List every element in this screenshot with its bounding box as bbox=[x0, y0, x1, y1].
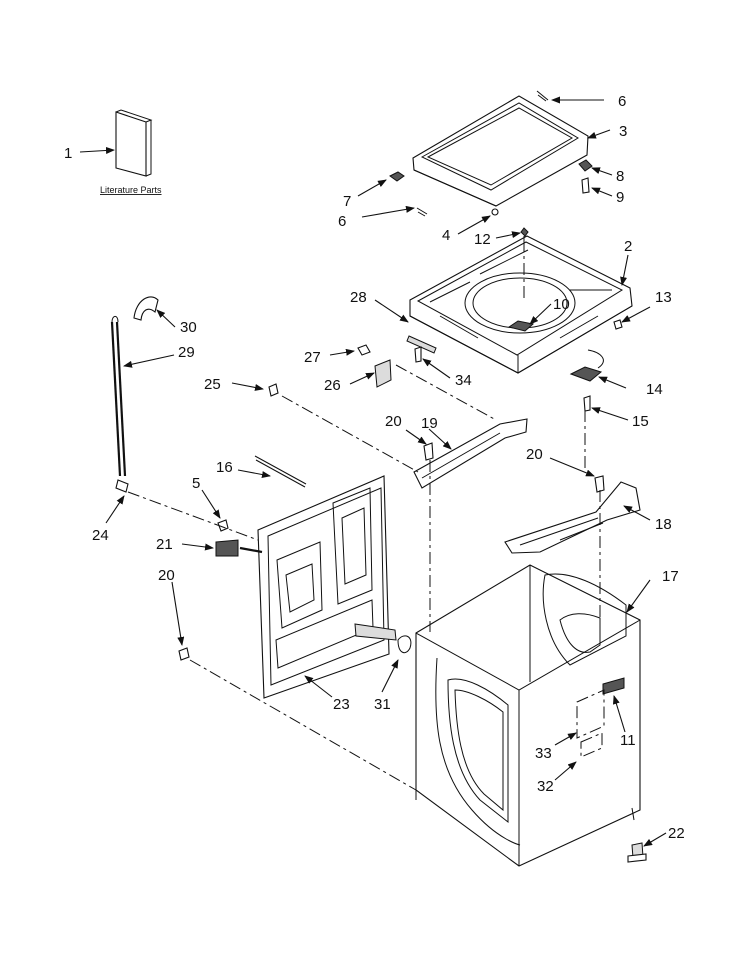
bracket-screw-rear bbox=[594, 475, 605, 493]
callout-22: 22 bbox=[668, 825, 685, 842]
callout-24: 24 bbox=[92, 527, 109, 544]
callout-27: 27 bbox=[304, 349, 321, 366]
callout-13: 13 bbox=[655, 289, 672, 306]
callout-12: 12 bbox=[474, 231, 491, 248]
valve-screw bbox=[217, 519, 229, 532]
lid-hinge-pin bbox=[536, 90, 549, 102]
callout-18: 18 bbox=[655, 516, 672, 533]
callout-11: 11 bbox=[620, 732, 636, 749]
callout-16: 16 bbox=[216, 459, 233, 476]
hose-clamp-ring bbox=[397, 635, 412, 654]
callout-20c: 20 bbox=[158, 567, 175, 584]
callout-9: 9 bbox=[616, 189, 624, 206]
callout-1: 1 bbox=[64, 145, 72, 162]
drain-hose bbox=[110, 315, 127, 477]
callout-4: 4 bbox=[442, 227, 450, 244]
callout-34: 34 bbox=[455, 372, 472, 389]
hinge-screw-bracket bbox=[414, 346, 422, 363]
hose-clamp bbox=[115, 479, 129, 493]
callout-19: 19 bbox=[421, 415, 438, 432]
callout-23: 23 bbox=[333, 696, 350, 713]
callout-21: 21 bbox=[156, 536, 173, 553]
callout-8: 8 bbox=[616, 168, 624, 185]
top-panel-clip bbox=[613, 319, 623, 330]
lid-switch-assembly bbox=[569, 349, 604, 382]
lid-hinge-pin-left bbox=[416, 207, 428, 217]
hinge-bracket bbox=[406, 335, 437, 354]
callout-30: 30 bbox=[180, 319, 197, 336]
callout-32: 32 bbox=[537, 778, 554, 795]
wire bbox=[254, 455, 307, 488]
leader-arrows bbox=[79, 96, 667, 847]
literature-booklet bbox=[115, 109, 153, 177]
hinge-bushing-right bbox=[578, 159, 593, 172]
callout-26: 26 bbox=[324, 377, 341, 394]
callout-labels: 1 2 3 4 5 6 6 7 8 9 10 11 12 13 14 15 16… bbox=[64, 93, 685, 842]
lid-switch-screw bbox=[583, 395, 591, 412]
callout-25: 25 bbox=[204, 376, 221, 393]
hinge-bushing bbox=[389, 171, 405, 182]
top-panel bbox=[409, 235, 633, 374]
hinge-screw bbox=[581, 177, 590, 194]
rear-panel-screw bbox=[178, 647, 190, 661]
callout-6a: 6 bbox=[618, 93, 626, 110]
alignment-lines bbox=[127, 240, 601, 791]
callout-31: 31 bbox=[374, 696, 391, 713]
callout-14: 14 bbox=[646, 381, 663, 398]
callout-15: 15 bbox=[632, 413, 649, 430]
bracket-screw-front bbox=[423, 442, 434, 461]
cabinet-screw bbox=[268, 383, 279, 397]
callout-7: 7 bbox=[343, 193, 351, 210]
wire-harness-clip bbox=[374, 359, 392, 388]
lid bbox=[412, 95, 589, 216]
callout-2: 2 bbox=[624, 238, 632, 255]
leveling-leg bbox=[627, 842, 647, 863]
callout-33: 33 bbox=[535, 745, 552, 762]
literature-parts-label: Literature Parts bbox=[100, 185, 162, 195]
drain-hose-fitting bbox=[354, 623, 397, 641]
callout-29: 29 bbox=[178, 344, 195, 361]
callout-6b: 6 bbox=[338, 213, 346, 230]
side-bracket bbox=[504, 481, 641, 554]
callout-20a: 20 bbox=[385, 413, 402, 430]
inlet-valve bbox=[215, 539, 263, 557]
callout-17: 17 bbox=[662, 568, 679, 585]
callout-28: 28 bbox=[350, 289, 367, 306]
cabinet bbox=[415, 564, 641, 867]
rear-bracket bbox=[413, 418, 528, 489]
rear-panel bbox=[257, 475, 390, 699]
trim-screw bbox=[357, 344, 371, 356]
callout-3: 3 bbox=[619, 123, 627, 140]
callout-5: 5 bbox=[192, 475, 200, 492]
callout-10: 10 bbox=[553, 296, 570, 313]
hose-elbow bbox=[133, 296, 159, 321]
callout-20b: 20 bbox=[526, 446, 543, 463]
